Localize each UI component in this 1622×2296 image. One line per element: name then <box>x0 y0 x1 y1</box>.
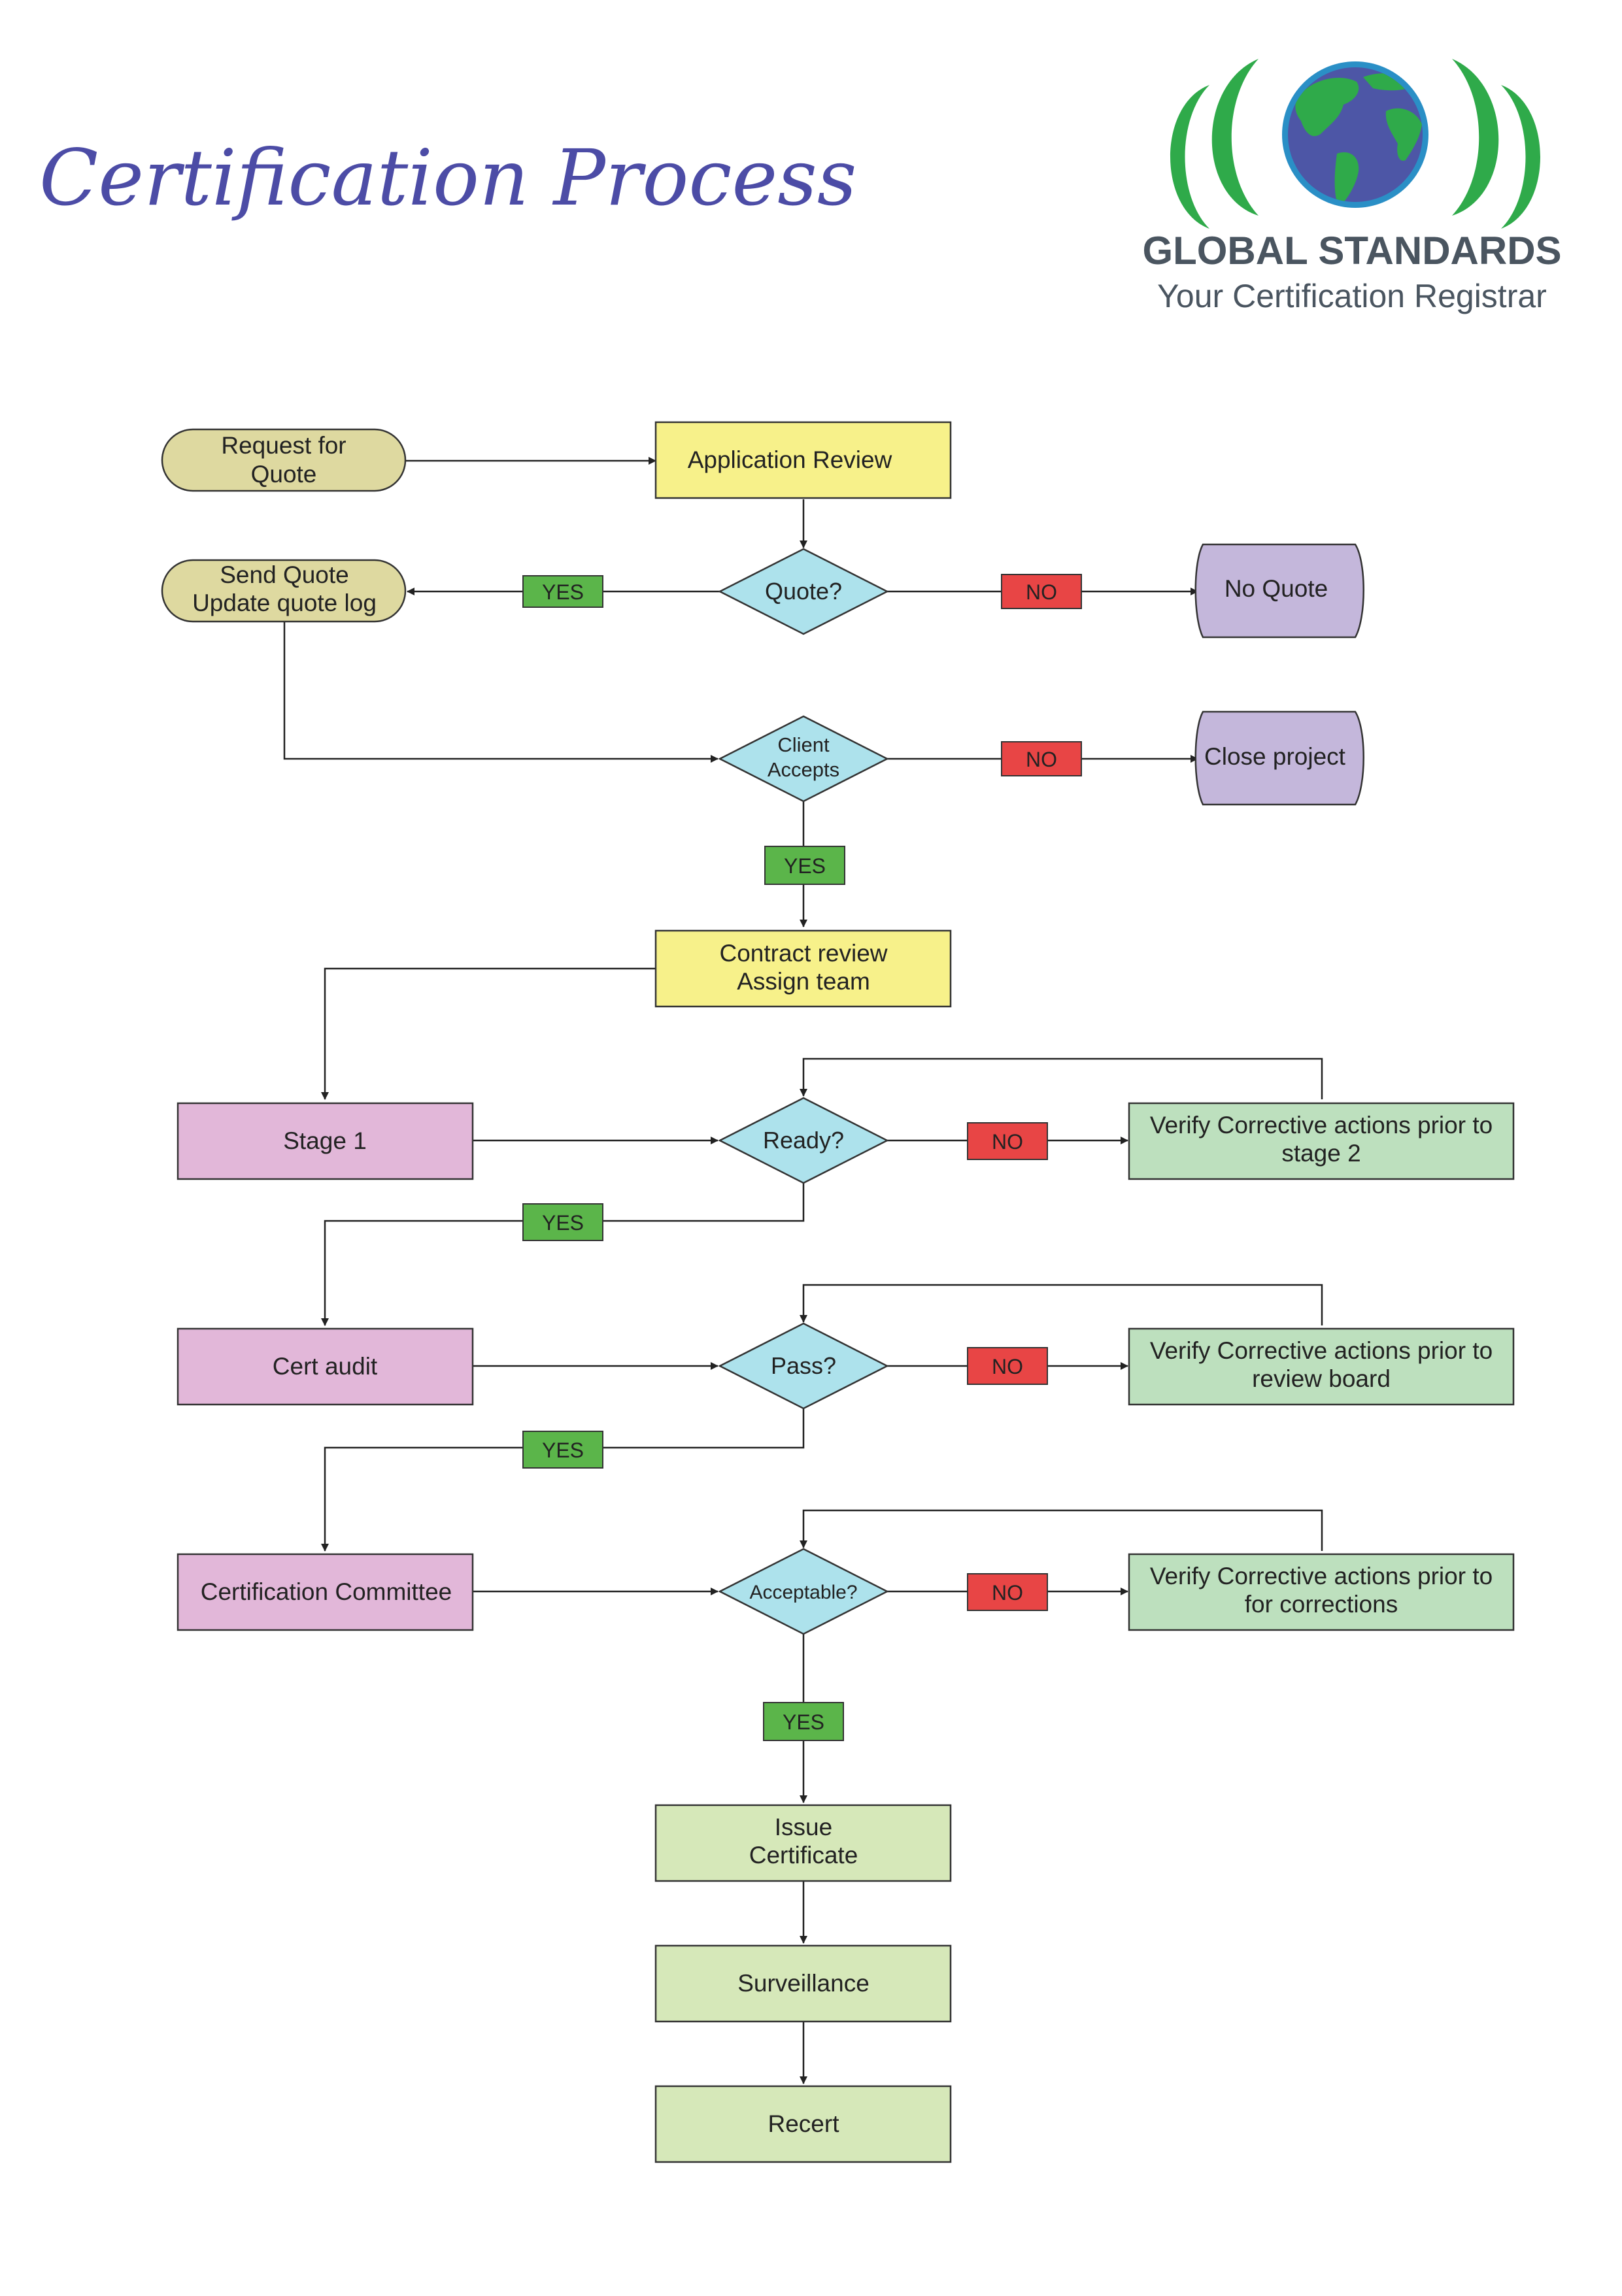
no-label: NO <box>967 1573 1048 1611</box>
yes-label: YES <box>764 846 845 885</box>
connector <box>283 621 718 763</box>
contract-review-node: Contract review Assign team <box>654 929 952 1008</box>
svg-text:NO: NO <box>1026 748 1057 771</box>
svg-text:review board: review board <box>1252 1365 1391 1392</box>
svg-text:NO: NO <box>992 1130 1023 1154</box>
svg-text:Quote: Quote <box>251 461 317 488</box>
connector <box>321 967 656 1100</box>
svg-text:YES: YES <box>542 580 584 604</box>
logo-name: GLOBAL STANDARDS <box>1142 229 1561 273</box>
svg-text:YES: YES <box>542 1211 584 1235</box>
svg-text:YES: YES <box>783 1710 824 1734</box>
svg-text:stage 2: stage 2 <box>1281 1140 1360 1167</box>
svg-text:NO: NO <box>992 1355 1023 1378</box>
stage-1-node: Stage 1 <box>177 1102 474 1180</box>
no-label: NO <box>967 1347 1048 1385</box>
page-title: Certification Process <box>39 133 856 223</box>
logo-tagline: Your Certification Registrar <box>1157 278 1547 314</box>
certification-committee-node: Certification Committee <box>177 1553 474 1631</box>
svg-text:Quote?: Quote? <box>765 578 842 605</box>
ready-decision: Ready? <box>718 1097 889 1184</box>
svg-text:Update quote log: Update quote log <box>192 590 377 616</box>
application-review-node: Application Review <box>654 421 952 499</box>
svg-text:No Quote: No Quote <box>1225 575 1328 602</box>
quote-decision: Quote? <box>718 548 889 635</box>
connector <box>800 1057 1323 1099</box>
svg-text:Cert audit: Cert audit <box>273 1353 378 1380</box>
svg-text:Contract review: Contract review <box>719 940 887 967</box>
connector <box>800 1509 1323 1551</box>
logo-arcs <box>1170 59 1540 229</box>
svg-text:Accepts: Accepts <box>768 758 839 781</box>
verify-stage-2-node: Verify Corrective actions prior to stage… <box>1128 1102 1515 1180</box>
nodes: Request for Quote Application Review Quo… <box>161 421 1515 2163</box>
svg-text:Application Review: Application Review <box>688 446 892 473</box>
svg-text:Stage 1: Stage 1 <box>283 1127 367 1154</box>
acceptable-decision: Acceptable? <box>718 1548 889 1635</box>
svg-text:Recert: Recert <box>768 2110 840 2137</box>
svg-text:Verify Corrective actions prio: Verify Corrective actions prior to <box>1150 1563 1493 1589</box>
connector <box>800 1284 1323 1325</box>
no-label: NO <box>967 1122 1048 1160</box>
svg-text:Verify Corrective actions prio: Verify Corrective actions prior to <box>1150 1337 1493 1364</box>
svg-text:Send Quote: Send Quote <box>220 561 348 588</box>
client-accepts-decision: Client Accepts <box>718 715 889 803</box>
svg-text:Assign team: Assign team <box>737 968 870 995</box>
svg-text:Certificate: Certificate <box>749 1842 858 1869</box>
svg-text:Ready?: Ready? <box>763 1127 844 1154</box>
no-label: NO <box>1001 741 1082 776</box>
svg-text:Certification Committee: Certification Committee <box>201 1578 452 1605</box>
svg-text:Acceptable?: Acceptable? <box>749 1582 857 1603</box>
svg-text:YES: YES <box>542 1439 584 1462</box>
global-standards-logo: GLOBAL STANDARDS Your Certification Regi… <box>1142 59 1562 314</box>
yes-label: YES <box>522 1431 603 1469</box>
no-quote-node: No Quote <box>1194 543 1364 639</box>
no-label: NO <box>1001 574 1082 609</box>
svg-text:Client: Client <box>777 733 830 756</box>
connector <box>321 1408 805 1552</box>
yes-label: YES <box>763 1702 844 1741</box>
svg-text:for corrections: for corrections <box>1245 1591 1398 1618</box>
yes-label: YES <box>522 1203 603 1241</box>
pass-decision: Pass? <box>718 1322 889 1410</box>
cert-audit-node: Cert audit <box>177 1327 474 1406</box>
recert-node: Recert <box>654 2085 952 2163</box>
surveillance-node: Surveillance <box>654 1944 952 2023</box>
svg-text:Request for: Request for <box>221 432 346 459</box>
yes-label: YES <box>522 575 603 608</box>
branch-labels: YES NO NO YES NO YES NO YES NO YES <box>522 574 1082 1741</box>
send-quote-node: Send Quote Update quote log <box>161 559 407 623</box>
request-for-quote-node: Request for Quote <box>161 428 407 492</box>
svg-text:NO: NO <box>992 1581 1023 1605</box>
svg-text:Surveillance: Surveillance <box>737 1970 870 1997</box>
issue-certificate-node: Issue Certificate <box>654 1804 952 1882</box>
svg-text:Verify Corrective actions prio: Verify Corrective actions prior to <box>1150 1112 1493 1139</box>
svg-text:NO: NO <box>1026 580 1057 604</box>
svg-text:YES: YES <box>784 854 826 878</box>
verify-corrections-node: Verify Corrective actions prior to for c… <box>1128 1553 1515 1631</box>
svg-text:Issue: Issue <box>775 1814 832 1840</box>
svg-text:Pass?: Pass? <box>771 1352 836 1379</box>
svg-text:Close project: Close project <box>1204 743 1346 770</box>
verify-review-board-node: Verify Corrective actions prior to revie… <box>1128 1327 1515 1406</box>
close-project-node: Close project <box>1194 710 1364 806</box>
